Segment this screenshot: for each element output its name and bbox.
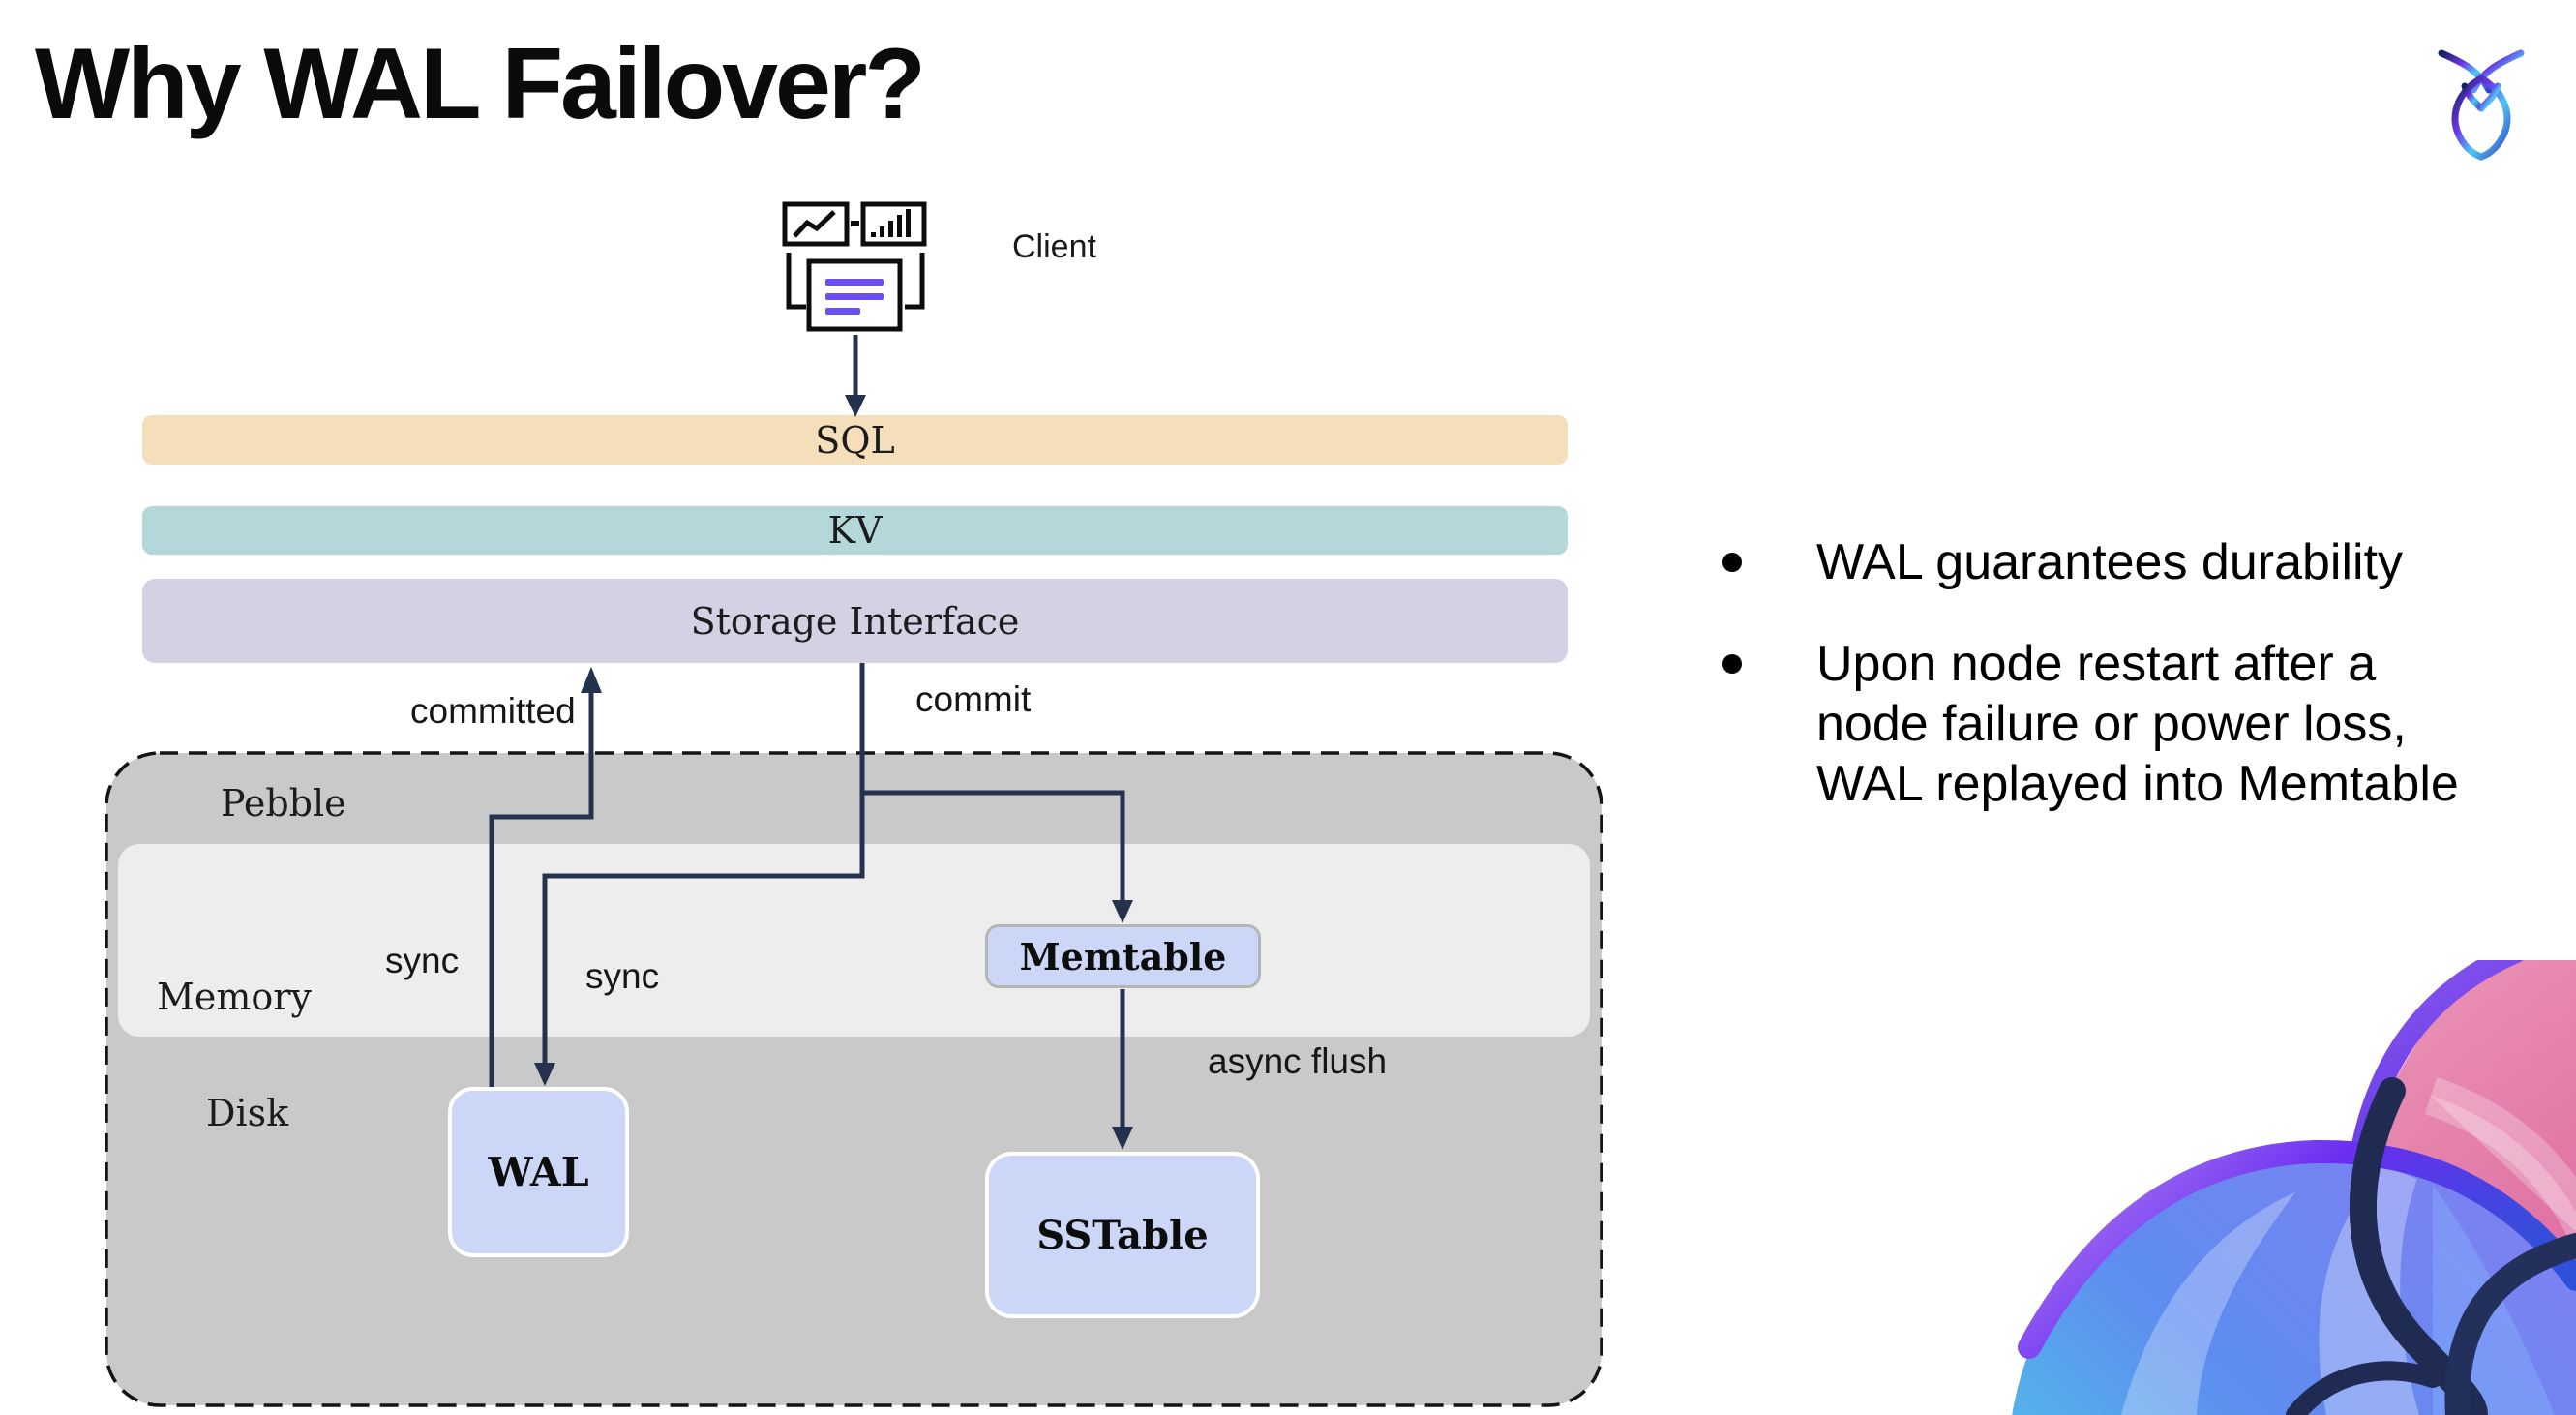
sync-right-edge-label: sync <box>585 956 660 996</box>
layer-sql: SQL <box>142 415 1568 465</box>
wal-node: WAL <box>448 1087 629 1257</box>
sstable-node: SSTable <box>985 1152 1260 1318</box>
bracket-left <box>786 253 806 310</box>
layer-storage-interface: Storage Interface <box>142 579 1568 663</box>
bullet-line: Upon node restart after a <box>1816 636 2377 692</box>
layer-sql-label: SQL <box>815 418 895 462</box>
document-icon <box>806 258 903 332</box>
bullet-line: WAL replayed into Memtable <box>1816 756 2459 812</box>
disk-label: Disk <box>206 1092 289 1134</box>
bullet-line: WAL guarantees durability <box>1816 534 2404 590</box>
document-text-lines <box>825 279 884 315</box>
cockroachdb-logo-icon <box>2438 49 2525 161</box>
memtable-label: Memtable <box>1019 934 1227 978</box>
client-icon <box>782 201 927 332</box>
list-item: Upon node restart after a node failure o… <box>1684 634 2574 814</box>
bullet-line: node failure or power loss, <box>1816 696 2407 752</box>
async-flush-edge-label: async flush <box>1208 1041 1388 1081</box>
list-item: WAL guarantees durability <box>1684 532 2574 592</box>
pebble-label: Pebble <box>221 782 346 825</box>
line-chart-icon <box>782 201 850 247</box>
commit-edge-label: commit <box>915 679 1032 719</box>
memtable-node: Memtable <box>985 924 1261 988</box>
layer-kv: KV <box>142 506 1568 555</box>
arrowhead-committed <box>581 667 602 693</box>
memory-band <box>118 844 1590 1037</box>
layer-kv-label: KV <box>827 509 883 552</box>
decorative-brand-art <box>2012 960 2576 1415</box>
bullet-icon <box>1722 654 1742 674</box>
bullet-list: WAL guarantees durability Upon node rest… <box>1684 532 2574 814</box>
memory-label: Memory <box>157 976 312 1018</box>
page-title: Why WAL Failover? <box>35 28 926 140</box>
layer-storage-label: Storage Interface <box>690 599 1020 643</box>
sync-left-edge-label: sync <box>385 941 460 980</box>
arrowhead-sql <box>845 395 866 417</box>
sstable-label: SSTable <box>1036 1212 1209 1258</box>
committed-edge-label: committed <box>410 691 576 731</box>
bracket-right <box>905 253 925 310</box>
wal-label: WAL <box>488 1149 589 1195</box>
bar-chart-icon <box>860 201 927 247</box>
bullet-icon <box>1722 553 1742 572</box>
client-label: Client <box>1012 228 1096 265</box>
